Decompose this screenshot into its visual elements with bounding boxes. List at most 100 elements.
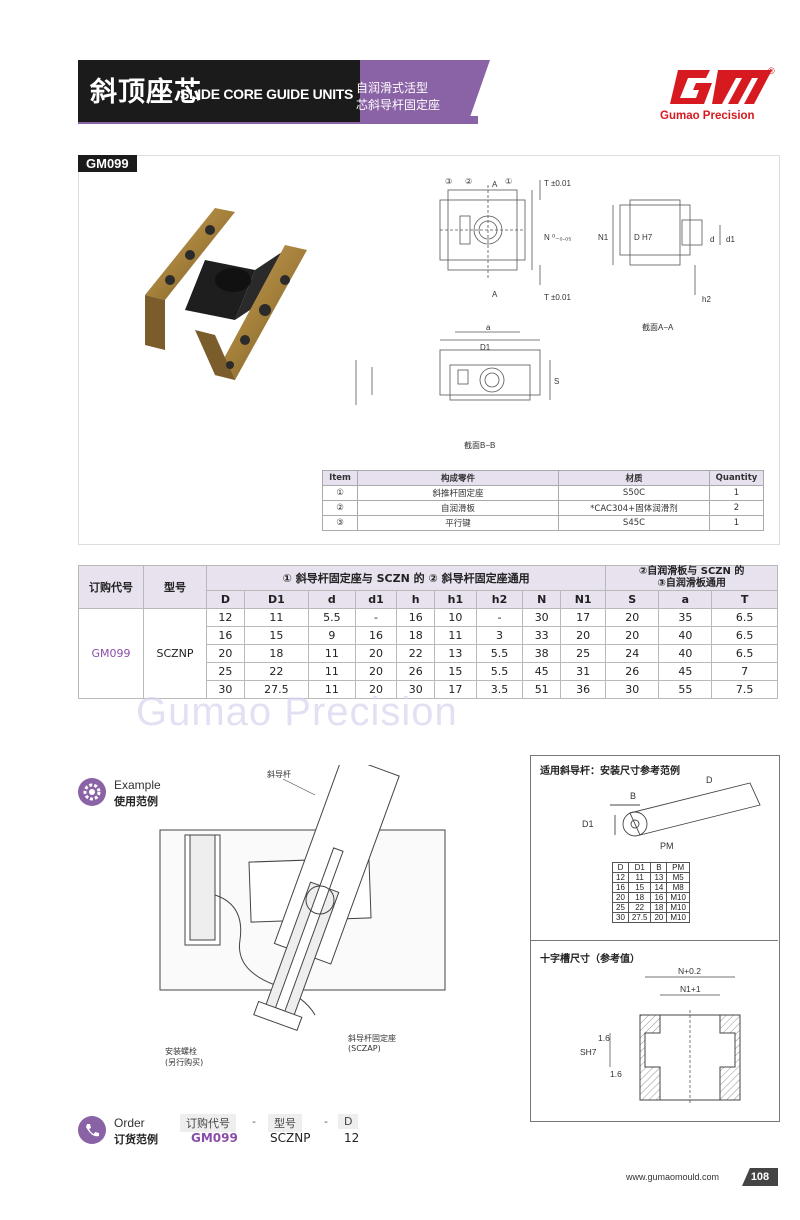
dim-h2: h2 (702, 295, 711, 304)
rod-size-cell: M10 (666, 902, 690, 913)
rod-size-cell: 16 (612, 882, 629, 893)
phone-icon (78, 1116, 106, 1144)
brand-name: Gumao Precision (660, 110, 755, 122)
technical-drawing: ③ ② ① A A T ±0.01 N ⁰₋₀.₀₅ T ±0.01 N1 D … (439, 177, 735, 450)
spec-cell: 31 (560, 662, 607, 681)
spec-cell: 10 (434, 608, 477, 627)
dim-d: D H7 (634, 233, 653, 242)
spec-cell: 11 (308, 662, 356, 681)
dim-d-small: d (710, 235, 714, 244)
callout-2: ② (465, 177, 472, 186)
spec-cell: 11 (308, 680, 356, 699)
bolt-label-line2: (另行购买) (165, 1058, 204, 1067)
bolt-label-line1: 安装螺栓 (165, 1047, 197, 1056)
materials-cell: 平行键 (357, 515, 559, 531)
rod-size-cell: 18 (627, 892, 652, 903)
materials-cell: 自润滑板 (357, 500, 559, 516)
order-header-d: D (338, 1114, 359, 1129)
spec-cell: 30 (605, 680, 660, 699)
slot-ref-title: 十字槽尺寸（参考值） (540, 954, 640, 965)
spec-header-group1: ① 斜导杆固定座与 SCZN 的 ② 斜导杆固定座通用 (205, 565, 607, 591)
spec-cell: 3.5 (475, 680, 524, 699)
spec-cell: 16 (206, 626, 245, 645)
product-photo (145, 208, 307, 380)
rod-size-cell: M8 (666, 882, 690, 893)
spec-cell: 30 (396, 680, 436, 699)
slot-dim-r2: 1.6 (610, 1069, 622, 1079)
spec-column-header: D1 (243, 590, 310, 609)
spec-cell: 18 (243, 644, 310, 663)
rod-size-cell: M10 (666, 892, 690, 903)
subtitle-line2: 芯斜导杆固定座 (356, 98, 441, 112)
spec-cell: 22 (243, 662, 310, 681)
spec-header-group2-line1: ②自润滑板与 SCZN 的 (638, 566, 745, 577)
reference-panel (530, 755, 780, 1122)
spec-cell: 12 (206, 608, 245, 627)
spec-cell: - (475, 608, 524, 627)
example-label-cn: 使用范例 (114, 795, 158, 808)
spec-cell: 33 (522, 626, 562, 645)
spec-cell: 7 (711, 662, 778, 681)
dim-n1: N1 (598, 233, 609, 242)
slot-dim-n1: N1+1 (680, 984, 701, 994)
section-a-top: A (492, 180, 498, 189)
spec-cell: 5.5 (475, 644, 524, 663)
spec-order-code: GM099 (78, 608, 144, 699)
watermark: Gumao Precision (136, 690, 458, 734)
spec-cell: 40 (658, 626, 713, 645)
page-subtitle: 自润滑式活型 芯斜导杆固定座 (356, 80, 440, 114)
spec-cell: 11 (434, 626, 477, 645)
order-label-cn: 订货范例 (114, 1133, 158, 1146)
spec-cell: 40 (658, 644, 713, 663)
svg-text:®: ® (768, 66, 775, 76)
slot-dim-n: N+0.2 (678, 966, 701, 976)
spec-column-header: S (605, 590, 660, 609)
spec-column-header: h (396, 590, 436, 609)
spec-cell: 30 (522, 608, 562, 627)
rod-size-header: D (612, 862, 629, 873)
spec-cell: 13 (434, 644, 477, 663)
spec-cell: 20 (206, 644, 245, 663)
cross-slot-drawing: N+0.2 N1+1 SH7 1.6 1.6 (580, 966, 741, 1105)
spec-header-model: 型号 (143, 565, 207, 609)
spec-cell: 6.5 (711, 608, 778, 627)
materials-cell: 1 (709, 515, 764, 531)
page-title-en: SLIDE CORE GUIDE UNITS (180, 86, 354, 102)
dim-d1: d1 (726, 235, 735, 244)
page-title-cn: 斜顶座芯 (90, 77, 202, 108)
holder-label-line1: 斜导杆固定座 (348, 1034, 396, 1043)
rod-size-cell: 15 (627, 882, 652, 893)
materials-cell: 2 (709, 500, 764, 516)
table-row: ② 自润滑板 *CAC304+固体润滑剂 2 (322, 500, 764, 516)
holder-label: 斜导杆固定座 (SCZAP) (348, 1033, 396, 1053)
section-aa-caption: 截面A−A (642, 322, 674, 332)
rod-size-cell: M10 (666, 912, 690, 923)
callout-1: ① (505, 177, 512, 186)
order-value-code: GM099 (191, 1131, 238, 1145)
spec-column-header: D (206, 590, 245, 609)
page-number: 108 (742, 1168, 778, 1186)
spec-cell: 20 (354, 662, 398, 681)
ref-dim-d: D (706, 775, 713, 785)
table-row: ① 斜推杆固定座 S50C 1 (322, 485, 764, 501)
materials-header-item: Item (322, 470, 358, 486)
spec-cell: 26 (605, 662, 660, 681)
spec-cell: 24 (605, 644, 660, 663)
spec-header-group2: ②自润滑板与 SCZN 的 ③自润滑板通用 (605, 565, 778, 591)
spec-cell: 35 (658, 608, 713, 627)
rod-size-cell: 16 (650, 892, 668, 903)
spec-cell: 11 (308, 644, 356, 663)
rod-size-cell: M5 (666, 872, 690, 883)
rod-size-cell: 11 (627, 872, 652, 883)
footer-url: www.gumaomould.com (626, 1172, 720, 1182)
materials-header-part: 构成零件 (357, 470, 559, 486)
materials-cell: S45C (558, 515, 710, 531)
spec-table: 订购代号 型号 ① 斜导杆固定座与 SCZN 的 ② 斜导杆固定座通用 ②自润滑… (78, 565, 778, 699)
spec-cell: 16 (396, 608, 436, 627)
materials-header-material: 材质 (558, 470, 710, 486)
spec-cell: 51 (522, 680, 562, 699)
order-value-model: SCZNP (270, 1131, 311, 1145)
